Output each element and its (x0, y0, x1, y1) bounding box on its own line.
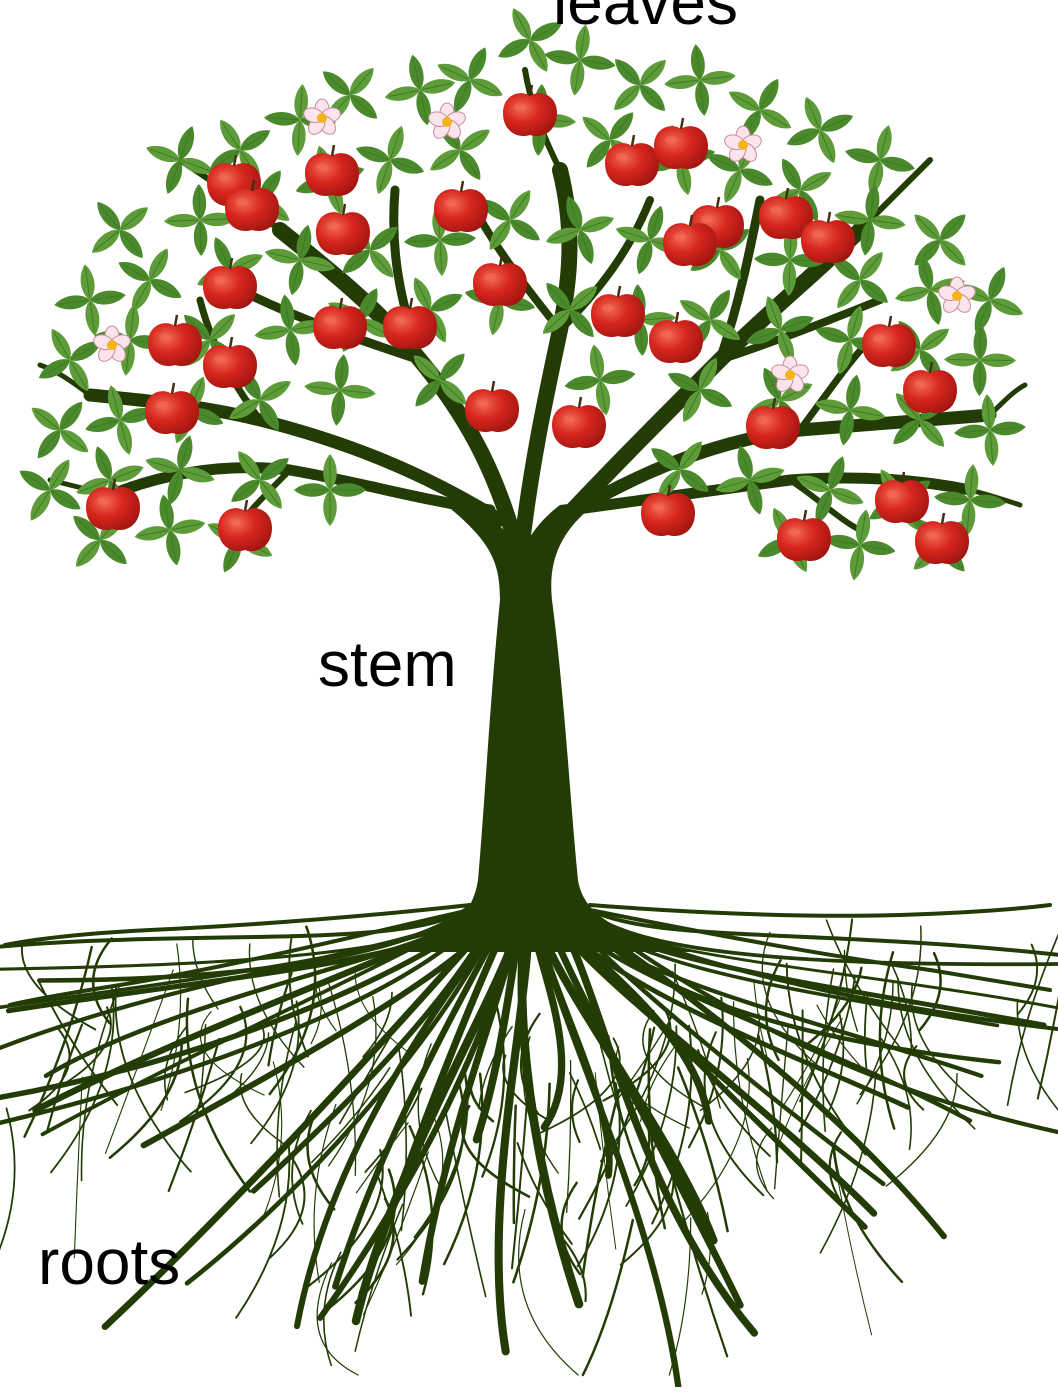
leaf-icon (346, 90, 382, 124)
leaf-icon (339, 383, 376, 400)
leaf-icon (944, 353, 980, 367)
root-fork (514, 1106, 516, 1223)
leaf-icon (693, 79, 711, 116)
leaf-icon (278, 293, 297, 331)
root-fork (329, 997, 376, 1166)
root-fork (22, 943, 95, 1030)
root-fork (800, 920, 852, 1102)
leaf-icon (303, 380, 340, 397)
leaf-icon (699, 69, 736, 87)
leaf-icon (969, 493, 1006, 510)
leaf-icon (95, 535, 131, 569)
leaf-icon (333, 353, 350, 390)
leaf-icon (973, 360, 987, 396)
leaf-icon (587, 343, 607, 381)
leaf-icon (980, 394, 997, 431)
leaf-icon (330, 389, 347, 426)
leaf-icon (291, 120, 307, 157)
root-fork (1017, 999, 1058, 1118)
apple-icon (218, 500, 272, 551)
root-fork (886, 1074, 957, 1186)
leaf-icon (253, 323, 291, 342)
leaf-icon (71, 535, 105, 571)
leaf-icon (935, 210, 970, 245)
leaf-icon (609, 80, 644, 115)
root-fork (1038, 933, 1058, 1099)
leaves-label: leaves (553, 0, 738, 34)
leaf-icon (318, 66, 354, 100)
leaf-icon (635, 80, 670, 115)
leaf-icon (193, 220, 208, 256)
leaf-icon (568, 59, 587, 97)
stem-label: stem (318, 632, 457, 696)
root-fork (820, 1072, 876, 1253)
leaf-icon (404, 233, 441, 248)
apple-icon (305, 145, 359, 196)
roots-label: roots (38, 1230, 180, 1294)
apple-icon (862, 316, 916, 367)
leaf-icon (579, 53, 617, 72)
leaf-icon (283, 329, 302, 367)
apple-icon (434, 181, 488, 232)
leaf-icon (983, 429, 1000, 466)
branch (990, 385, 1025, 415)
leaf-icon (935, 235, 970, 270)
leaf-icon (164, 213, 200, 228)
leaf-icon (53, 293, 91, 311)
apple-icon (903, 362, 957, 413)
roots-graphic (0, 900, 1058, 1387)
root (590, 905, 1050, 916)
leaf-icon (989, 420, 1026, 437)
leaf-icon (264, 111, 301, 127)
leaf-icon (663, 73, 700, 91)
leaf-icon (323, 490, 337, 526)
leaf-icon (163, 529, 183, 567)
leaf-icon (910, 210, 945, 245)
leaf-icon (440, 231, 477, 246)
apple-icon (473, 255, 527, 306)
root-fork (865, 995, 868, 1071)
leaf-icon (323, 454, 337, 490)
leaf-icon (294, 483, 330, 497)
leaf-icon (610, 54, 645, 89)
root-fork (292, 1111, 311, 1224)
root-fork (567, 1061, 571, 1213)
leaf-icon (78, 263, 96, 301)
leaf-icon (543, 48, 581, 67)
root-fork (0, 1108, 15, 1273)
leaf-icon (435, 349, 469, 385)
apple-icon (465, 381, 519, 432)
leaf-icon (754, 252, 790, 267)
leaf-icon (859, 538, 897, 558)
apple-icon (654, 118, 708, 169)
leaf-icon (843, 373, 863, 411)
leaf-icon (192, 184, 207, 220)
apple-icon (552, 397, 606, 448)
leaf-icon (954, 423, 991, 440)
apple-icon (316, 204, 370, 255)
leaf-icon (863, 183, 881, 221)
leaf-icon (689, 43, 707, 80)
leaf-icon (133, 523, 171, 543)
apple-icon (503, 85, 557, 136)
leaf-icon (433, 240, 448, 277)
leaf-icon (853, 508, 873, 546)
trunk-graphic (395, 500, 700, 952)
root-fork (462, 1106, 529, 1196)
leaf-icon (847, 544, 867, 582)
leaf-icon (963, 464, 980, 501)
apple-icon (746, 398, 800, 449)
leaf-icon (599, 367, 637, 387)
leaf-icon (83, 299, 101, 337)
leaf-icon (169, 517, 207, 537)
leaf-icon (345, 63, 379, 99)
leaf-icon (980, 353, 1016, 367)
leaf-icon (89, 288, 127, 306)
leaf-icon (563, 373, 601, 393)
